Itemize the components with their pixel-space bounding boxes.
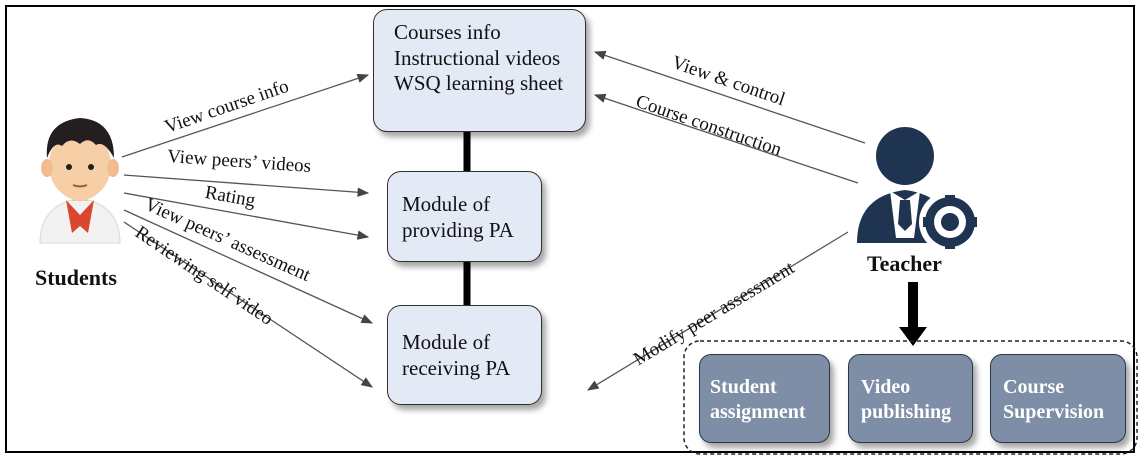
task-course-supervision: Course Supervision bbox=[990, 354, 1126, 443]
task-course-supervision-line-2: Supervision bbox=[1003, 401, 1105, 423]
arrow-rating bbox=[123, 192, 370, 240]
arrow-view-peers-videos bbox=[123, 174, 370, 197]
arrow-course-construction bbox=[593, 93, 859, 184]
providing-pa-module: Module of providing PA bbox=[387, 171, 542, 262]
task-course-supervision-line-1: Course bbox=[1003, 376, 1065, 398]
arrow-teacher-tasks-head bbox=[899, 327, 927, 346]
providing-pa-line-2: providing PA bbox=[402, 217, 514, 242]
course-content-box: Courses info Instructional videos WSQ le… bbox=[373, 9, 586, 132]
course-content-line-1: Courses info bbox=[394, 20, 501, 44]
arrow-view-peers-assessment bbox=[123, 209, 374, 324]
teacher-task-group bbox=[683, 340, 1138, 455]
teacher-gear-icon bbox=[857, 127, 981, 253]
students-label: Students bbox=[35, 265, 117, 290]
task-student-assignment: Student assignment bbox=[699, 354, 830, 443]
arrow-reviewing-self-video bbox=[123, 221, 373, 388]
task-video-publishing: Video publishing bbox=[848, 354, 973, 443]
task-video-publishing-line-1: Video bbox=[861, 376, 911, 398]
course-content-line-2: Instructional videos bbox=[394, 45, 561, 70]
receiving-pa-module: Module of receiving PA bbox=[387, 305, 542, 405]
arrow-modify-peer-assessment bbox=[587, 231, 849, 391]
course-content-line-3: WSQ learning sheet bbox=[394, 71, 564, 96]
diagram-border bbox=[5, 5, 1135, 453]
task-student-assignment-line-2: assignment bbox=[710, 401, 806, 423]
student-avatar-icon bbox=[39, 118, 121, 244]
receiving-pa-line-2: receiving PA bbox=[402, 355, 511, 380]
arrow-view-course-info bbox=[121, 73, 370, 158]
arrow-view-control bbox=[593, 50, 866, 144]
task-video-publishing-line-2: publishing bbox=[861, 401, 952, 423]
providing-pa-line-1: Module of bbox=[402, 192, 491, 216]
teacher-label: Teacher bbox=[867, 251, 942, 276]
receiving-pa-line-1: Module of bbox=[402, 330, 491, 354]
task-student-assignment-line-1: Student bbox=[710, 376, 777, 398]
